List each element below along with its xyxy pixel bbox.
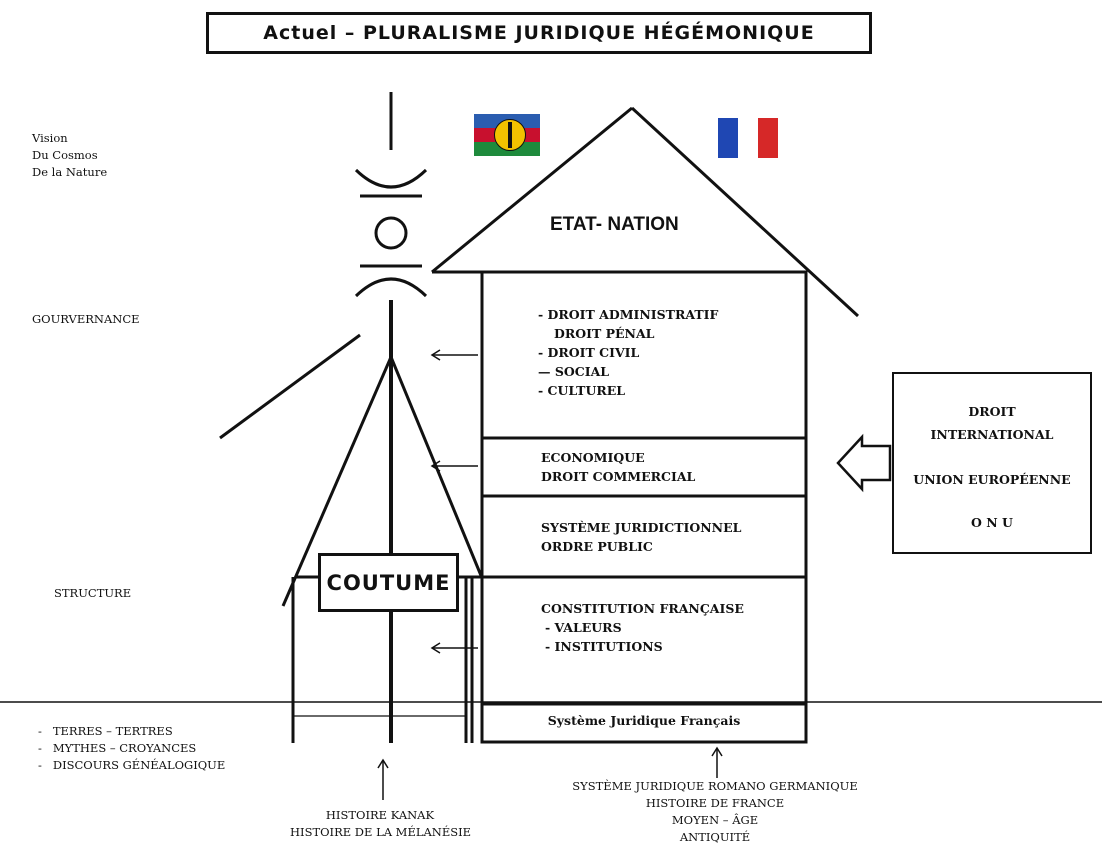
kanaky-flag-fleche-faitiere: [508, 122, 512, 148]
foundations-list: - TERRES – TERTRES - MYTHES – CROYANCES …: [38, 723, 225, 774]
gouvernance-label: GOURVERNANCE: [32, 312, 140, 326]
intl-union-europeenne: UNION EUROPÉENNE: [913, 472, 1071, 487]
intl-droit: DROIT: [968, 404, 1016, 419]
kanak-history-line: HISTOIRE KANAK: [325, 808, 435, 822]
floor3-item: ORDRE PUBLIC: [541, 539, 653, 554]
floor2-item: ECONOMIQUE: [541, 450, 645, 465]
origin-arrows: [377, 746, 723, 800]
constitution-item: - VALEURS: [545, 620, 622, 635]
french-history: SYSTÈME JURIDIQUE ROMANO GERMANIQUE HIST…: [560, 778, 870, 846]
floor2-item: DROIT COMMERCIAL: [541, 469, 696, 484]
floor-economique: ECONOMIQUE DROIT COMMERCIAL: [541, 448, 695, 486]
france-flag-blue: [718, 118, 738, 158]
french-history-line: MOYEN – ÂGE: [671, 813, 759, 827]
floor1-item: - DROIT CIVIL: [538, 345, 640, 360]
foundation-item-text: TERRES – TERTRES: [52, 724, 173, 738]
constitution-item: - INSTITUTIONS: [545, 639, 663, 654]
diagram-title: Actuel – PLURALISME JURIDIQUE HÉGÉMONIQU…: [206, 12, 872, 54]
foundation-item: - TERRES – TERTRES: [38, 724, 173, 738]
foundation-item-text: MYTHES – CROYANCES: [52, 741, 197, 755]
kanaky-flag: [474, 114, 540, 156]
foundation-item: - MYTHES – CROYANCES: [38, 741, 197, 755]
etat-nation-label: ETAT- NATION: [550, 214, 679, 235]
vision-line-1: Vision: [32, 131, 68, 145]
kanak-hut: [281, 356, 484, 743]
floor-constitution: CONSTITUTION FRANÇAISE - VALEURS - INSTI…: [541, 599, 744, 656]
floor-juridictionnel: SYSTÈME JURIDICTIONNEL ORDRE PUBLIC: [541, 518, 741, 556]
kanak-history-line: HISTOIRE DE LA MÉLANÉSIE: [290, 825, 472, 839]
influence-arrows: [430, 349, 478, 654]
roof-right-edge: [630, 106, 860, 318]
floor-administratif: - DROIT ADMINISTRATIF DROIT PÉNAL - DROI…: [538, 305, 718, 400]
structure-label: STRUCTURE: [54, 586, 132, 600]
vision-label: Vision Du Cosmos De la Nature: [32, 130, 107, 181]
foundation-item: - DISCOURS GÉNÉALOGIQUE: [38, 758, 226, 772]
france-flag-white: [738, 118, 758, 158]
international-box: DROIT INTERNATIONAL UNION EUROPÉENNE O N…: [892, 372, 1092, 554]
floor1-item: - CULTUREL: [538, 383, 626, 398]
french-history-line: HISTOIRE DE FRANCE: [645, 796, 785, 810]
systeme-juridique-francais: Système Juridique Français: [547, 713, 741, 728]
totem-symbol: [354, 92, 428, 298]
french-history-line: ANTIQUITÉ: [679, 830, 751, 844]
constitution-title: CONSTITUTION FRANÇAISE: [541, 601, 744, 616]
house-body: [480, 270, 808, 744]
french-history-line: SYSTÈME JURIDIQUE ROMANO GERMANIQUE: [572, 779, 858, 793]
floor3-item: SYSTÈME JURIDICTIONNEL: [541, 520, 742, 535]
kanak-history: HISTOIRE KANAK HISTOIRE DE LA MÉLANÉSIE: [290, 807, 472, 841]
intl-onu: O N U: [971, 515, 1013, 530]
foundation-item-text: DISCOURS GÉNÉALOGIQUE: [52, 758, 226, 772]
left-diagonal: [219, 333, 361, 440]
coutume-box: COUTUME: [318, 553, 459, 612]
roof-left-edge: [431, 106, 633, 274]
france-flag: [718, 118, 778, 158]
floor1-item: — SOCIAL: [538, 364, 610, 379]
france-flag-red: [758, 118, 778, 158]
floor1-item: - DROIT ADMINISTRATIF: [538, 307, 719, 322]
intl-international: INTERNATIONAL: [930, 427, 1054, 442]
vision-line-3: De la Nature: [32, 165, 108, 179]
floor1-item: DROIT PÉNAL: [554, 326, 655, 341]
international-arrow: [836, 433, 892, 493]
vision-line-2: Du Cosmos: [32, 148, 98, 162]
